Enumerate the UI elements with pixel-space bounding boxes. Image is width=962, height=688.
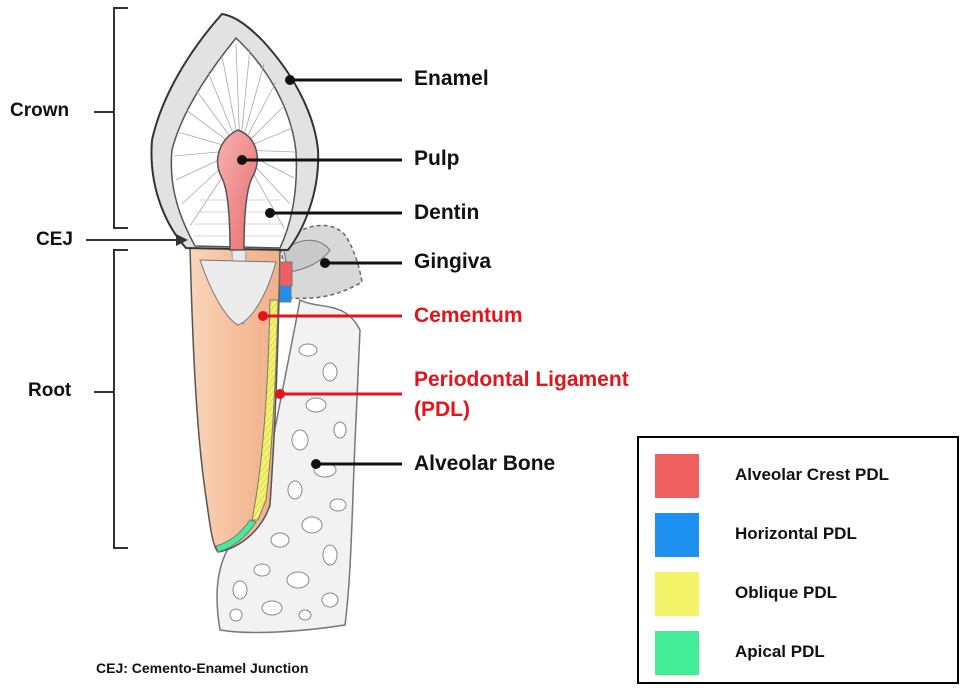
cementum-label: Cementum: [414, 304, 523, 328]
legend-item-alveolar-crest: Alveolar Crest PDL: [655, 454, 955, 498]
cej-arrow: [86, 234, 188, 246]
gingiva-label: Gingiva: [414, 250, 491, 274]
enamel-label: Enamel: [414, 67, 489, 91]
legend-label: Alveolar Crest PDL: [735, 465, 889, 485]
legend-label: Oblique PDL: [735, 583, 837, 603]
alveolar-bone-label: Alveolar Bone: [414, 452, 555, 476]
cej-label: CEJ: [36, 229, 73, 251]
legend-item-horizontal: Horizontal PDL: [655, 513, 955, 557]
legend-swatch: [655, 454, 699, 498]
crown-label: Crown: [10, 100, 69, 122]
legend-swatch: [655, 631, 699, 675]
legend-box: Alveolar Crest PDL Horizontal PDL Obliqu…: [637, 436, 959, 684]
pulp-label: Pulp: [414, 147, 460, 171]
pdl-crest-segment: [280, 262, 292, 286]
pdl-horizontal-segment: [280, 286, 291, 302]
legend-swatch: [655, 572, 699, 616]
legend-item-apical: Apical PDL: [655, 631, 955, 675]
pdl-label-line1: Periodontal Ligament: [414, 368, 629, 392]
legend-item-oblique: Oblique PDL: [655, 572, 955, 616]
legend-label: Apical PDL: [735, 642, 825, 662]
pdl-label-line2: (PDL): [414, 398, 470, 422]
root-label: Root: [28, 380, 71, 402]
footnote: CEJ: Cemento-Enamel Junction: [96, 660, 308, 676]
legend-swatch: [655, 513, 699, 557]
dentin-label: Dentin: [414, 201, 479, 225]
crown-bracket: [94, 8, 128, 228]
legend-label: Horizontal PDL: [735, 524, 857, 544]
root-bracket: [94, 250, 128, 548]
